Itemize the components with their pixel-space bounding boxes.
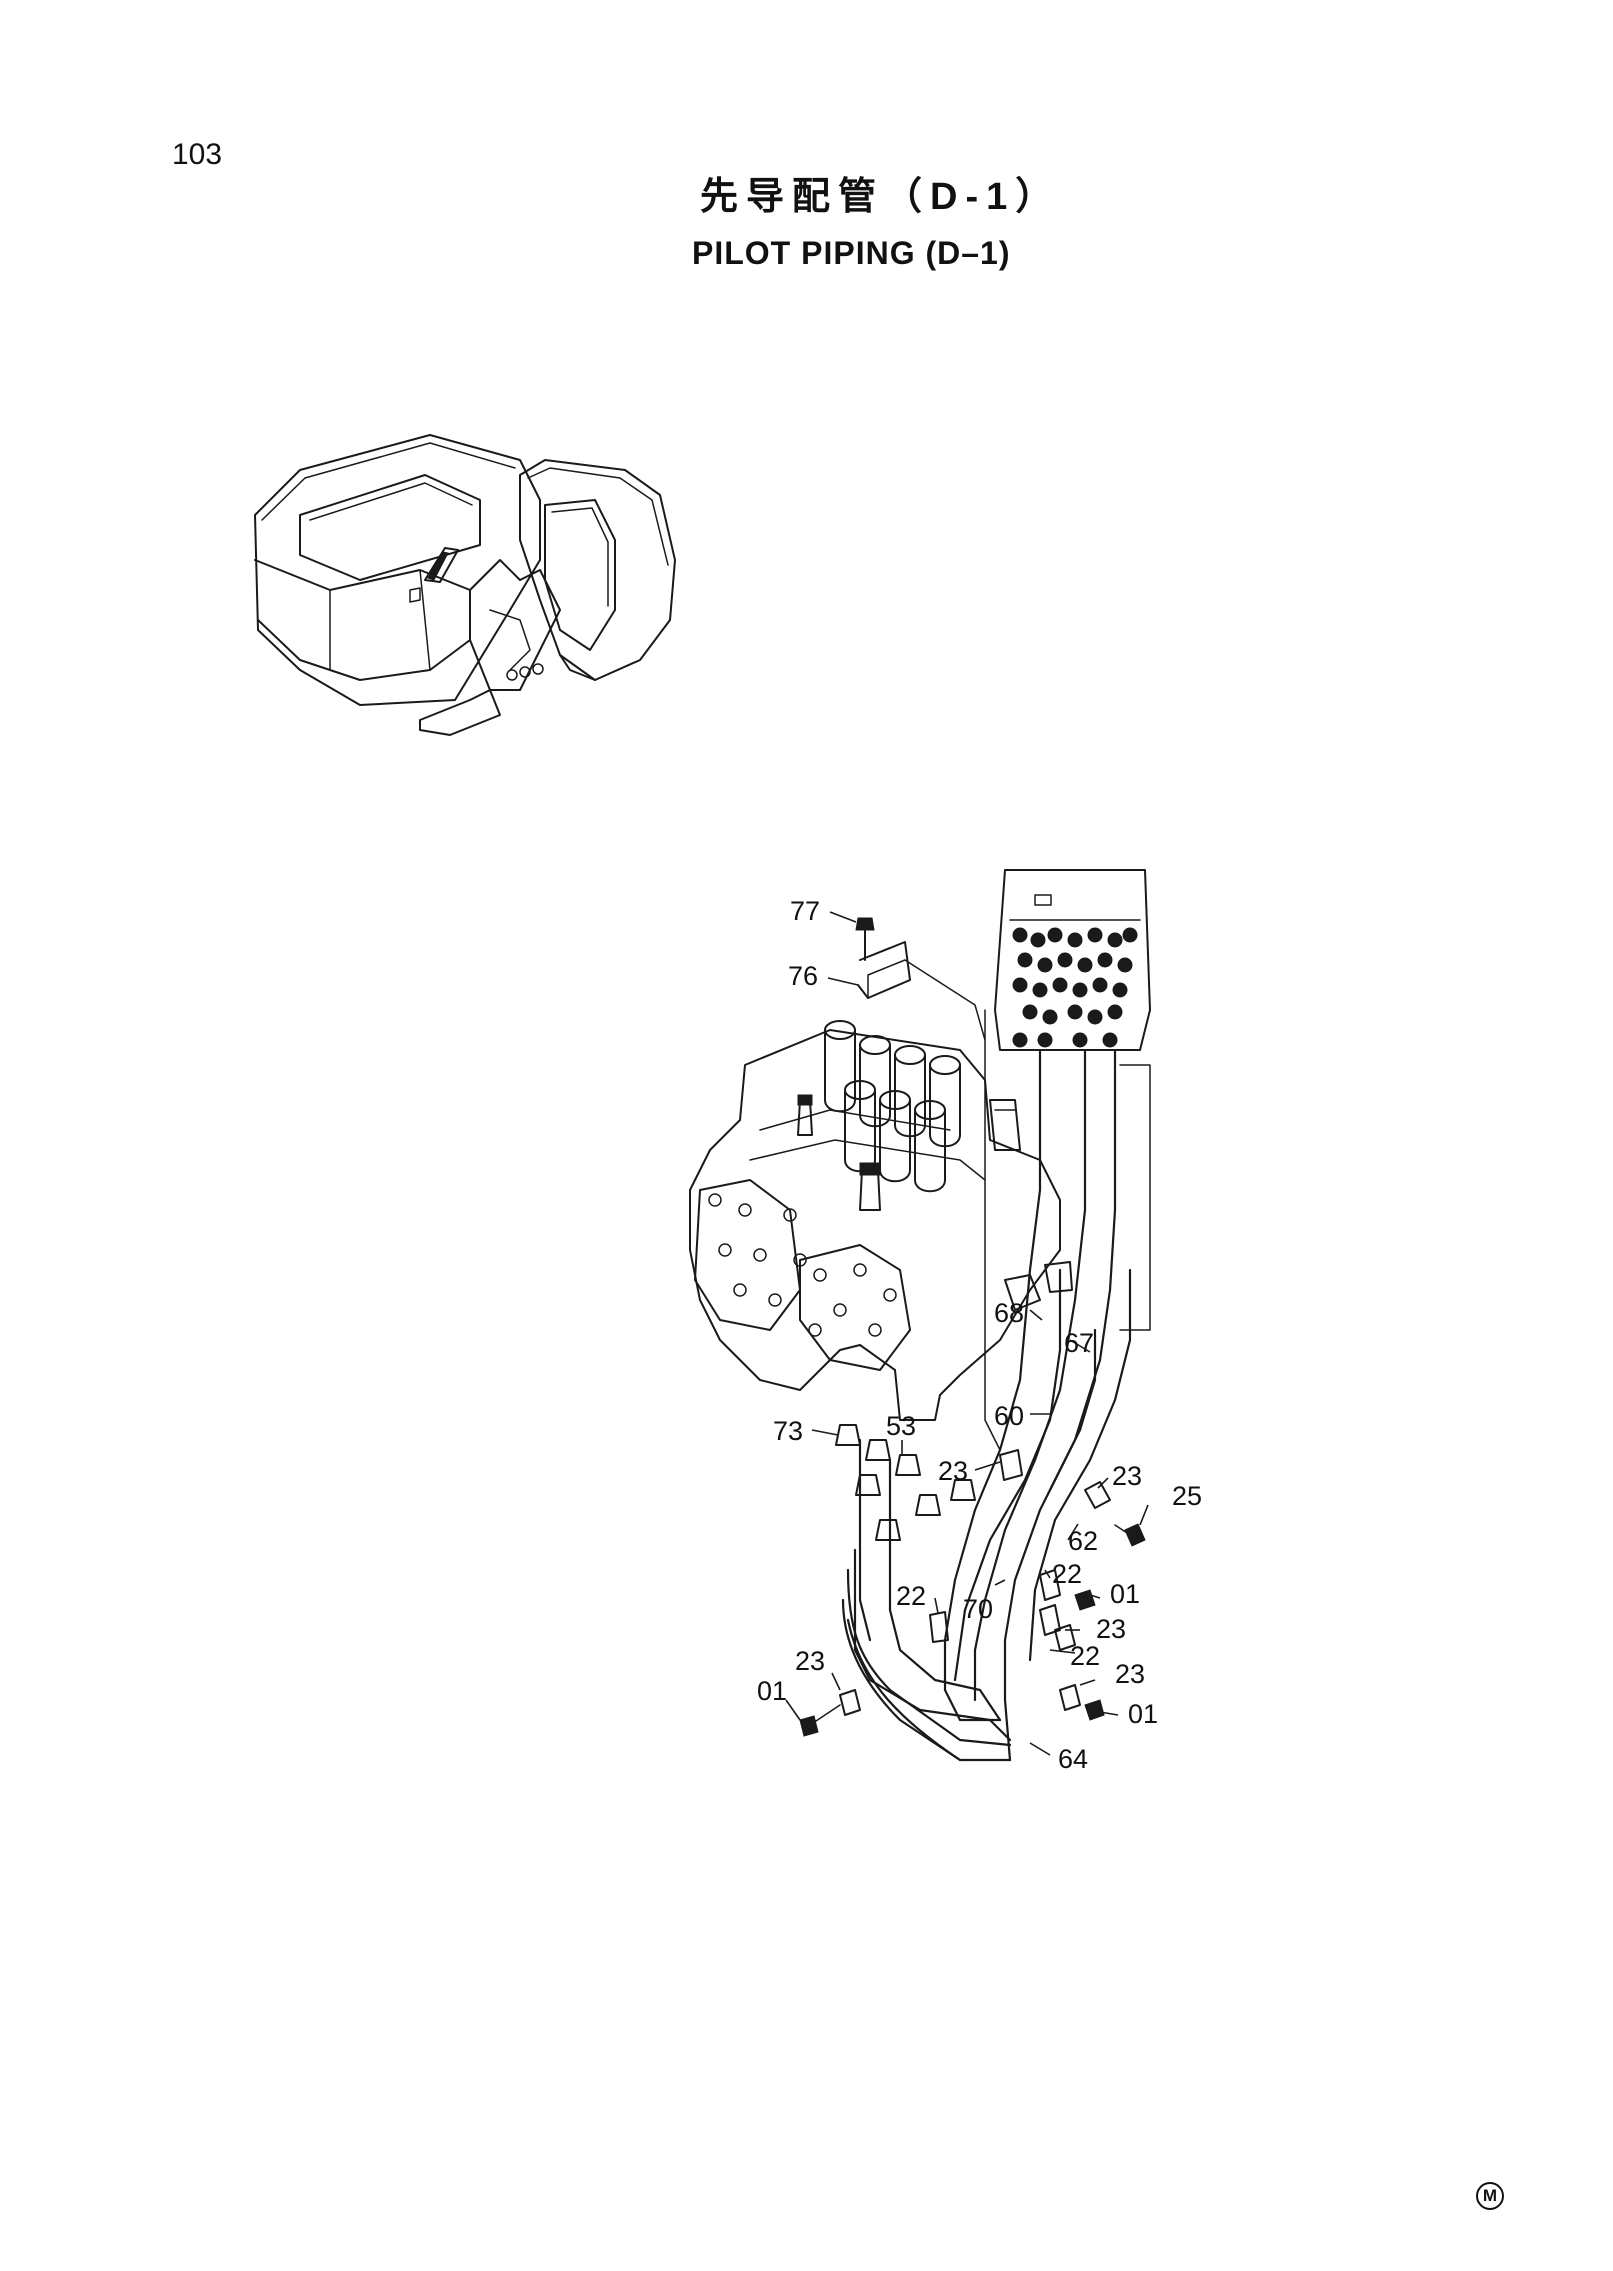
callout-23-lower-left: 23 [795,1646,825,1676]
main-control-valve [689,1020,1073,1421]
callout-62: 62 [1068,1526,1098,1556]
callout-23-lower-right: 23 [1115,1659,1145,1689]
clamps-and-bolts [799,1449,1146,1737]
callout-68: 68 [994,1298,1024,1328]
callout-01-lower-left: 01 [757,1676,787,1706]
bracket-assembly [855,917,986,1041]
callout-76: 76 [788,961,818,991]
page-number: 103 [172,138,223,171]
callout-77: 77 [790,896,820,926]
callout-53: 53 [886,1411,916,1441]
callout-60: 60 [994,1401,1024,1431]
highlighted-part-mark [424,547,459,583]
callout-labels: 77 76 68 67 60 73 53 23 23 25 62 22 01 2… [757,896,1202,1774]
callout-22-left: 22 [896,1581,926,1611]
fittings [835,1424,976,1541]
circled-m-mark: M [1476,2182,1504,2210]
callout-23-middle: 23 [1096,1614,1126,1644]
callout-25: 25 [1172,1481,1202,1511]
valve-end-cover [694,1179,807,1331]
valve-side-section [799,1244,911,1371]
callout-22-lower: 22 [1070,1641,1100,1671]
spool-caps [824,1020,961,1193]
callout-23-upper-right: 23 [1112,1461,1142,1491]
excavator-cab [506,459,676,681]
pilot-hoses [841,1009,1132,1762]
callout-01-upper: 01 [1110,1579,1140,1609]
callout-67: 67 [1064,1328,1094,1358]
leader-lines [785,911,1149,1756]
excavator-body [254,434,561,736]
callout-64: 64 [1058,1744,1088,1774]
callout-73: 73 [773,1416,803,1446]
callout-23-upper-left: 23 [938,1456,968,1486]
callout-22-upper: 22 [1052,1559,1082,1589]
callout-70: 70 [963,1594,993,1624]
page-title-chinese: 先导配管（D-1） [700,176,1062,218]
valve-port-grid [1012,927,1138,1048]
signal-control-valve-block [994,869,1151,1331]
page-title-english: PILOT PIPING (D–1) [692,235,1011,271]
callout-01-lower-right: 01 [1128,1699,1158,1729]
